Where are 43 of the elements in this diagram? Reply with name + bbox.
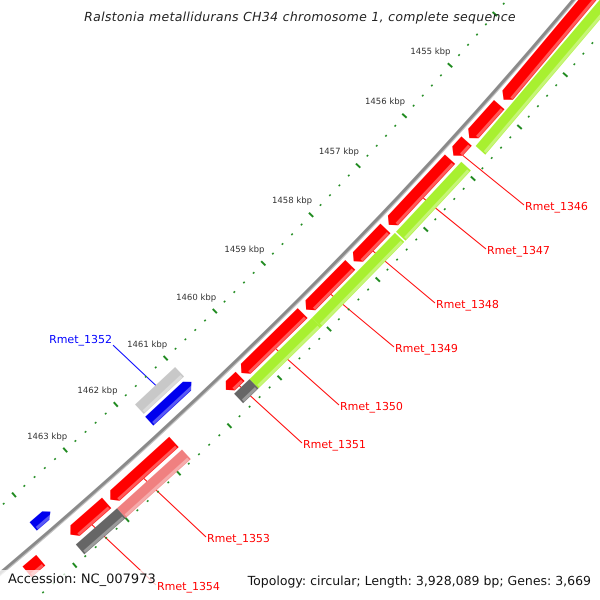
gene-block bbox=[234, 379, 258, 404]
scale-label: 1459 kbp bbox=[224, 246, 264, 256]
scale-label: 1460 kbp bbox=[176, 294, 216, 303]
gene-block bbox=[388, 154, 456, 226]
gene-block bbox=[468, 100, 504, 138]
gene-label: Rmet_1354 bbox=[157, 581, 220, 594]
leader-line bbox=[276, 348, 340, 406]
gene-label: Rmet_1352 bbox=[49, 334, 112, 346]
leader-line bbox=[144, 478, 206, 538]
scale-label: 1458 kbp bbox=[272, 197, 312, 207]
leader-line bbox=[239, 385, 302, 444]
gene-block bbox=[452, 136, 472, 156]
gene-label: Rmet_1347 bbox=[487, 245, 550, 258]
gene-label: Rmet_1346 bbox=[525, 201, 588, 214]
gene-block bbox=[76, 508, 126, 554]
scale-label: 1461 kbp bbox=[127, 340, 168, 350]
gene-block bbox=[306, 260, 356, 310]
gene-block bbox=[312, 232, 404, 327]
title: Ralstonia metallidurans CH34 chromosome 1, complete sequence bbox=[83, 10, 517, 24]
gene-label: Rmet_1348 bbox=[436, 299, 499, 312]
scale-label: 1455 kbp bbox=[410, 48, 450, 58]
gene-block bbox=[110, 436, 179, 501]
gene-block bbox=[226, 372, 245, 390]
scale-label: 1457 kbp bbox=[318, 148, 359, 158]
leader-line bbox=[462, 155, 524, 206]
gene-block bbox=[135, 367, 184, 414]
gene-label: Rmet_1351 bbox=[303, 439, 366, 452]
gene-label: Rmet_1350 bbox=[340, 401, 403, 414]
scale-label: 1462 kbp bbox=[77, 387, 118, 396]
gene-block bbox=[70, 498, 112, 536]
gene-label: Rmet_1353 bbox=[207, 533, 270, 546]
gene-block bbox=[30, 511, 52, 531]
gene-block bbox=[352, 224, 390, 262]
sequence-info: Topology: circular; Length: 3,928,089 bp; Genes: 3,669 bbox=[248, 574, 591, 588]
gene-block bbox=[117, 450, 191, 518]
gene-label: Rmet_1349 bbox=[395, 343, 458, 356]
scale-label: 1463 kbp bbox=[27, 432, 68, 442]
gene-block bbox=[240, 308, 308, 374]
gene-block bbox=[145, 382, 194, 426]
scale-label: 1456 kbp bbox=[364, 98, 406, 108]
leader-line bbox=[112, 344, 156, 386]
gene-block bbox=[250, 318, 322, 388]
gene-block bbox=[396, 162, 471, 241]
